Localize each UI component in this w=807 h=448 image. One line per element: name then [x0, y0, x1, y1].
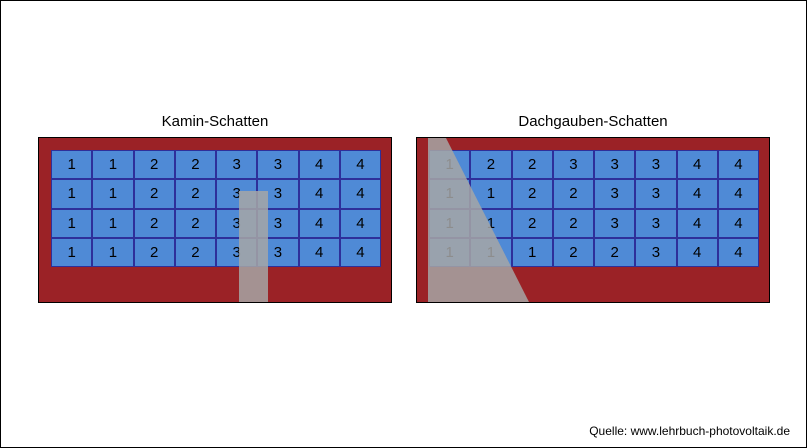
pv-module: 4: [298, 150, 340, 180]
pv-module: 3: [216, 237, 258, 267]
left-panel-title: Kamin-Schatten: [161, 113, 269, 130]
pv-module: 1: [51, 179, 93, 209]
pv-module: 2: [552, 208, 594, 238]
pv-module: 3: [257, 179, 299, 209]
pv-module: 4: [676, 237, 718, 267]
pv-module: 4: [339, 208, 381, 238]
pv-module: 4: [676, 150, 718, 180]
source-caption: Quelle: www.lehrbuch-photovoltaik.de: [589, 424, 790, 438]
pv-module: 3: [594, 208, 636, 238]
pv-module: 2: [133, 150, 175, 180]
pv-module: 2: [511, 150, 553, 180]
pv-module: 2: [552, 237, 594, 267]
pv-module: 2: [594, 237, 636, 267]
pv-module: 4: [339, 237, 381, 267]
pv-module: 1: [92, 179, 134, 209]
pv-module: 2: [552, 179, 594, 209]
pv-module: 3: [594, 179, 636, 209]
pv-module: 1: [51, 237, 93, 267]
right-panel-title: Dachgauben-Schatten: [518, 113, 668, 130]
pv-module: 1: [470, 179, 512, 209]
pv-module: 3: [552, 150, 594, 180]
pv-module: 4: [339, 179, 381, 209]
pv-module: 2: [133, 208, 175, 238]
pv-module: 4: [717, 208, 759, 238]
pv-module: 2: [133, 237, 175, 267]
pv-module: 1: [51, 208, 93, 238]
pv-module: 1: [429, 237, 471, 267]
pv-module: 1: [429, 150, 471, 180]
pv-module: 2: [470, 150, 512, 180]
pv-module: 4: [717, 237, 759, 267]
pv-module: 2: [174, 208, 216, 238]
pv-module: 2: [174, 237, 216, 267]
pv-module: 4: [676, 208, 718, 238]
pv-module: 2: [133, 179, 175, 209]
pv-module: 4: [717, 179, 759, 209]
pv-module: 3: [257, 237, 299, 267]
pv-module: 2: [511, 179, 553, 209]
pv-module: 3: [635, 208, 677, 238]
pv-module: 4: [298, 237, 340, 267]
pv-module: 3: [257, 208, 299, 238]
pv-module: 1: [92, 237, 134, 267]
pv-module: 1: [511, 237, 553, 267]
pv-module: 1: [470, 208, 512, 238]
pv-module: 4: [298, 179, 340, 209]
pv-module: 1: [92, 150, 134, 180]
pv-module: 2: [174, 150, 216, 180]
pv-module: 3: [216, 179, 258, 209]
pv-module: 1: [51, 150, 93, 180]
pv-module: 3: [635, 237, 677, 267]
pv-module: 4: [339, 150, 381, 180]
pv-module: 3: [635, 179, 677, 209]
pv-module: 1: [429, 208, 471, 238]
pv-module: 4: [298, 208, 340, 238]
pv-module: 3: [594, 150, 636, 180]
pv-module: 3: [216, 150, 258, 180]
pv-module: 3: [257, 150, 299, 180]
pv-module: 4: [676, 179, 718, 209]
pv-module: 2: [511, 208, 553, 238]
pv-module: 1: [92, 208, 134, 238]
pv-module: 2: [174, 179, 216, 209]
pv-module: 1: [470, 237, 512, 267]
pv-module: 1: [429, 179, 471, 209]
pv-module: 4: [717, 150, 759, 180]
pv-module: 3: [635, 150, 677, 180]
pv-module: 3: [216, 208, 258, 238]
